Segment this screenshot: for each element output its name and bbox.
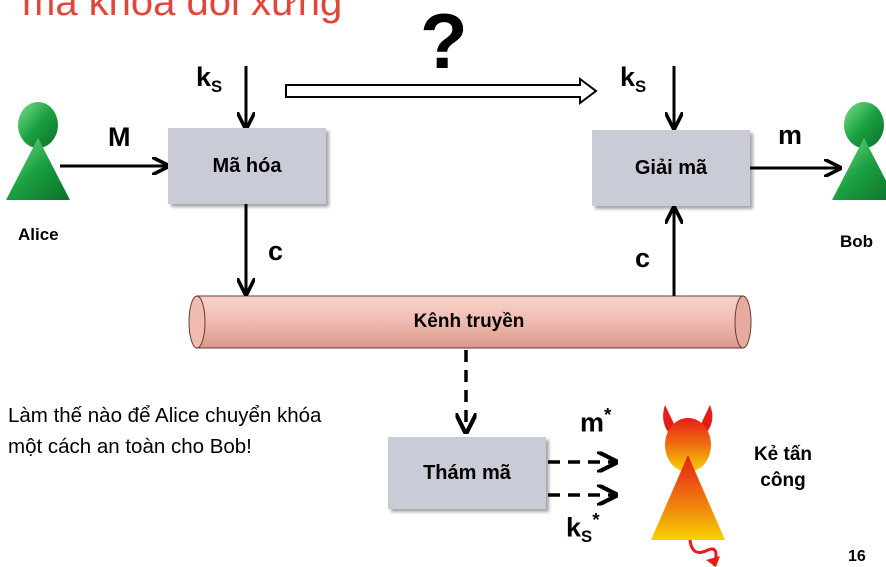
key-receiver-label: kS	[620, 62, 647, 96]
attacker-k-label: kS*	[566, 510, 600, 547]
alice-figure-icon	[6, 102, 70, 200]
cipher-right-label: c	[635, 243, 651, 273]
cryptanalysis-box: Thám mã	[388, 437, 546, 509]
plaintext-in-label: M	[108, 122, 131, 152]
channel-pipe	[188, 295, 752, 349]
key-sender-label: kS	[196, 62, 223, 96]
cipher-left-label: c	[268, 236, 284, 266]
attacker-devil-icon	[651, 405, 725, 567]
plaintext-out-label: m	[778, 120, 803, 150]
alice-label: Alice	[18, 225, 59, 244]
hollow-key-transfer-arrow	[285, 77, 598, 105]
channel-label: Kênh truyền	[413, 311, 525, 332]
attacker-label: Kẻ tấn công	[753, 444, 813, 491]
decrypt-box: Giải mã	[592, 130, 750, 206]
attacker-m-label: m*	[580, 405, 612, 438]
page-number: 16	[848, 548, 866, 565]
encrypt-box: Mã hóa	[168, 128, 326, 204]
bob-figure-icon	[832, 102, 886, 200]
note-text: Làm thế nào để Alice chuyển khóa một các…	[8, 404, 322, 458]
question-mark: ?	[420, 0, 468, 85]
slide-title: mã khóa đối xứng	[22, 0, 343, 24]
bob-label: Bob	[840, 232, 874, 251]
